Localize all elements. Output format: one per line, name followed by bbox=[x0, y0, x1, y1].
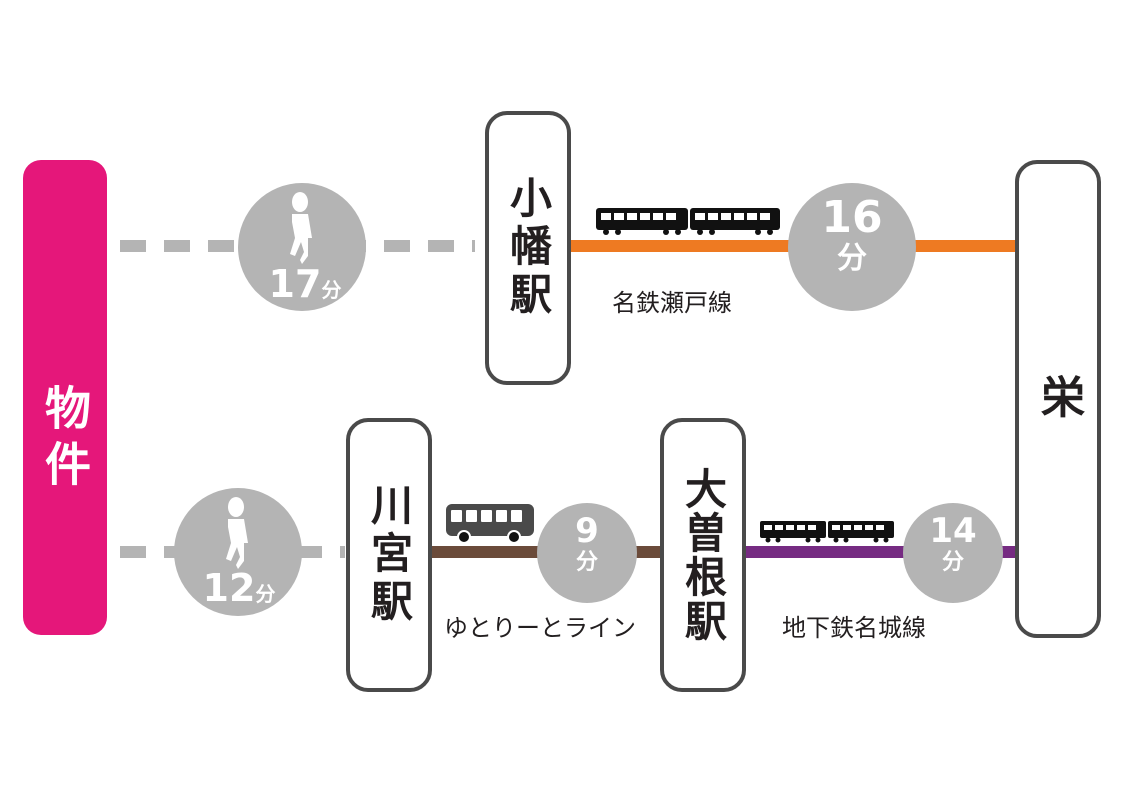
bus-minutes: 9 bbox=[575, 511, 599, 551]
subway-time-circle bbox=[903, 503, 1003, 603]
station-ozone: 大曽根駅 bbox=[660, 418, 746, 692]
walk-minutes-top: 17 bbox=[268, 262, 322, 306]
walking-person-icon bbox=[226, 497, 248, 569]
property-block: 物件 bbox=[23, 160, 107, 635]
train-time-top: 16 分 bbox=[797, 196, 907, 274]
walk-time-circle-top bbox=[238, 183, 366, 311]
subway-train-icon bbox=[760, 521, 894, 543]
subway-unit: 分 bbox=[941, 550, 964, 575]
walk-time-bottom: 12分 bbox=[184, 566, 294, 610]
train-minutes-top: 16 bbox=[821, 192, 883, 243]
property-label: 物件 bbox=[38, 383, 92, 496]
walk-minutes-bottom: 12 bbox=[202, 566, 256, 610]
walk-time-top: 17分 bbox=[250, 262, 360, 306]
train-unit-top: 分 bbox=[837, 241, 867, 276]
station-obata: 小幡駅 bbox=[485, 111, 571, 385]
station-ozone-label: 大曽根駅 bbox=[678, 467, 728, 643]
station-kawamiya-label: 川宮駅 bbox=[364, 483, 414, 627]
station-kawamiya: 川宮駅 bbox=[346, 418, 432, 692]
bus-unit: 分 bbox=[575, 550, 598, 575]
bus-time-circle bbox=[537, 503, 637, 603]
line-name-meitetsu-seto: 名鉄瀬戸線 bbox=[612, 289, 732, 317]
line-name-yutorito: ゆとりーとライン bbox=[444, 614, 636, 642]
line-name-meijo: 地下鉄名城線 bbox=[782, 614, 926, 642]
bus-icon bbox=[446, 504, 534, 544]
subway-time: 14 分 bbox=[913, 514, 993, 574]
walk-unit-bottom: 分 bbox=[255, 582, 276, 606]
train-time-circle-top bbox=[788, 183, 916, 311]
station-sakae: 栄 bbox=[1015, 160, 1101, 638]
bus-time: 9 分 bbox=[547, 514, 627, 574]
train-icon bbox=[596, 208, 780, 235]
walk-unit-top: 分 bbox=[321, 278, 342, 302]
walking-person-icon bbox=[290, 192, 312, 264]
station-sakae-label: 栄 bbox=[1033, 374, 1084, 424]
station-obata-label: 小幡駅 bbox=[503, 176, 553, 320]
subway-minutes: 14 bbox=[929, 511, 977, 551]
walk-time-circle-bottom bbox=[174, 488, 302, 616]
